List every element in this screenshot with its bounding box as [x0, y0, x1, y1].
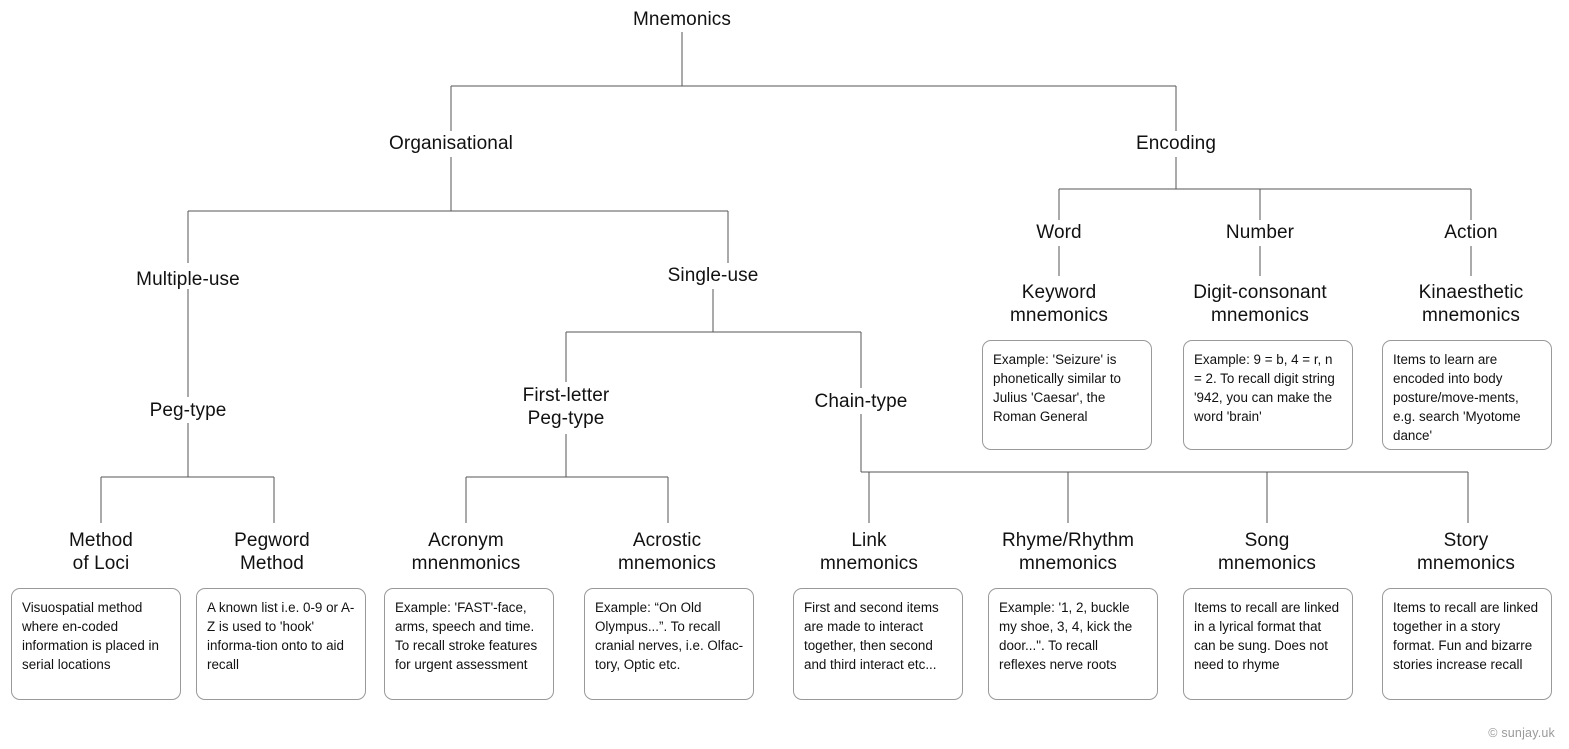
description-box-method-of-loci: Visuospatial method where en-coded infor…	[11, 588, 181, 700]
node-kinaesthetic-mnemonics[interactable]: Kinaesthetic mnemonics	[1418, 282, 1524, 327]
description-box-rhyme-rhythm: Example: '1, 2, buckle my shoe, 3, 4, ki…	[988, 588, 1158, 700]
description-box-pegword-method: A known list i.e. 0-9 or A-Z is used to …	[196, 588, 366, 700]
description-box-kinaesthetic: Items to learn are encoded into body pos…	[1382, 340, 1552, 450]
node-acrostic-mnemonics[interactable]: Acrostic mnemonics	[617, 530, 717, 575]
node-song-mnemonics[interactable]: Song mnemonics	[1217, 530, 1317, 575]
description-box-story: Items to recall are linked together in a…	[1382, 588, 1552, 700]
description-box-keyword: Example: 'Seizure' is phonetically simil…	[982, 340, 1152, 450]
node-digit-consonant-mnemonics[interactable]: Digit-consonant mnemonics	[1193, 282, 1327, 327]
node-number[interactable]: Number	[1225, 222, 1295, 243]
node-mnemonics[interactable]: Mnemonics	[632, 9, 732, 30]
watermark-credit: © sunjay.uk	[1488, 726, 1555, 740]
node-peg-type[interactable]: Peg-type	[149, 400, 227, 421]
node-multiple-use[interactable]: Multiple-use	[136, 269, 240, 290]
node-encoding[interactable]: Encoding	[1135, 133, 1217, 154]
node-acronym-mnemonics[interactable]: Acronym mnenmonics	[411, 530, 521, 575]
node-rhyme-rhythm-mnemonics[interactable]: Rhyme/Rhythm mnemonics	[1001, 530, 1135, 575]
node-pegword-method[interactable]: Pegword Method	[234, 530, 310, 575]
node-word[interactable]: Word	[1036, 222, 1082, 243]
node-link-mnemonics[interactable]: Link mnemonics	[819, 530, 919, 575]
node-organisational[interactable]: Organisational	[389, 133, 513, 154]
description-box-song: Items to recall are linked in a lyrical …	[1183, 588, 1353, 700]
description-box-digit-consonant: Example: 9 = b, 4 = r, n = 2. To recall …	[1183, 340, 1353, 450]
node-keyword-mnemonics[interactable]: Keyword mnemonics	[1009, 282, 1109, 327]
node-first-letter-peg-type[interactable]: First-letter Peg-type	[522, 385, 610, 430]
node-single-use[interactable]: Single-use	[667, 265, 759, 286]
node-chain-type[interactable]: Chain-type	[814, 391, 908, 412]
description-box-link: First and second items are made to inter…	[793, 588, 963, 700]
description-box-acrostic: Example: “On Old Olympus...”. To recall …	[584, 588, 754, 700]
node-action[interactable]: Action	[1444, 222, 1498, 243]
description-box-acronym: Example: 'FAST'-face, arms, speech and t…	[384, 588, 554, 700]
node-method-of-loci[interactable]: Method of Loci	[69, 530, 133, 575]
node-story-mnemonics[interactable]: Story mnemonics	[1416, 530, 1516, 575]
